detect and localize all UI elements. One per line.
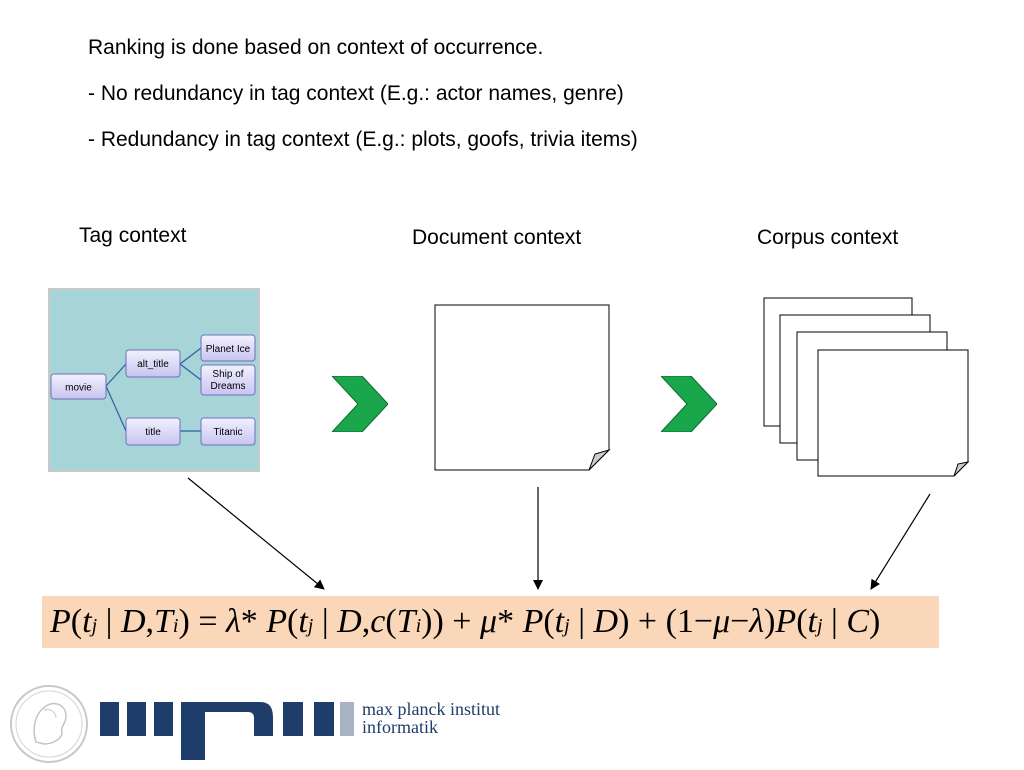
- logo-text-line2: informatik: [362, 717, 438, 737]
- svg-text:alt_title: alt_title: [137, 359, 169, 370]
- tag-context-graph: movie alt_title title Planet Ice Ship of…: [48, 288, 260, 472]
- ranking-formula: P(tj | D,Ti) = λ* P(tj | D,c(Ti)) + μ* P…: [50, 603, 881, 640]
- mpi-wordmark-icon: [100, 702, 354, 760]
- document-context-label: Document context: [412, 226, 582, 249]
- chevron-right-icon-2: [661, 376, 717, 432]
- svg-text:Ship of: Ship of: [212, 369, 243, 380]
- node-title: title: [125, 417, 181, 446]
- arrow-tag-to-formula: [187, 477, 325, 590]
- bullet-redundancy: - Redundancy in tag context (E.g.: plots…: [88, 128, 638, 151]
- logo-text-line1: max planck institut: [362, 699, 500, 719]
- tag-context-label: Tag context: [79, 224, 187, 247]
- node-movie: movie: [50, 373, 107, 400]
- minerva-seal-icon: [10, 685, 88, 763]
- document-page-icon: [434, 304, 611, 471]
- intro-text: Ranking is done based on context of occu…: [88, 36, 544, 59]
- corpus-context-label: Corpus context: [757, 226, 899, 249]
- svg-text:Dreams: Dreams: [210, 381, 245, 392]
- svg-text:Titanic: Titanic: [213, 427, 242, 438]
- chevron-right-icon: [332, 376, 388, 432]
- formula-box: P(tj | D,Ti) = λ* P(tj | D,c(Ti)) + μ* P…: [42, 596, 939, 648]
- graph-edges: [105, 347, 202, 432]
- svg-text:movie: movie: [65, 383, 92, 394]
- node-titanic: Titanic: [200, 417, 256, 446]
- arrow-corpus-to-formula: [870, 493, 931, 590]
- svg-text:Planet Ice: Planet Ice: [206, 344, 251, 355]
- corpus-pages-icon: [763, 297, 970, 477]
- node-alt-title: alt_title: [125, 349, 181, 378]
- node-planet-ice: Planet Ice: [200, 334, 256, 362]
- node-ship-of-dreams: Ship of Dreams: [200, 364, 256, 396]
- svg-text:title: title: [145, 427, 161, 438]
- bullet-no-redundancy: - No redundancy in tag context (E.g.: ac…: [88, 82, 624, 105]
